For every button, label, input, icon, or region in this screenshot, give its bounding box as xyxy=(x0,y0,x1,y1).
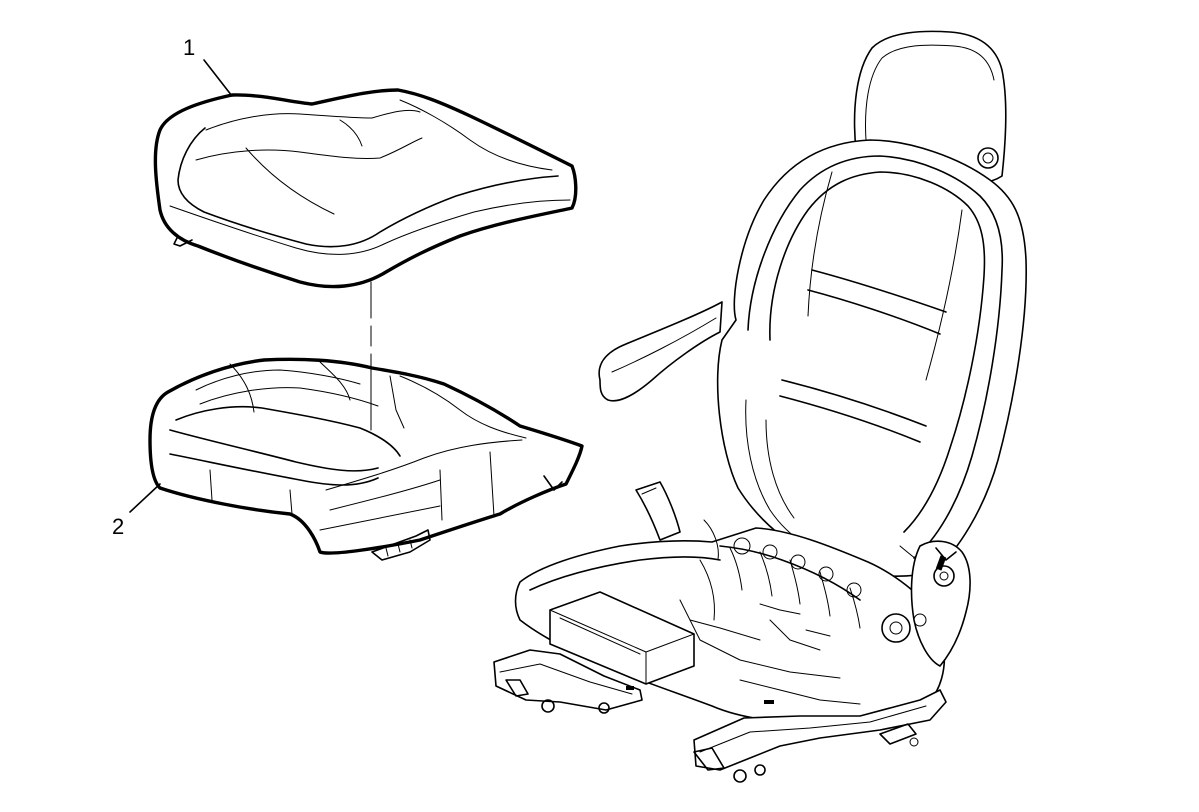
seat-cushion-cover xyxy=(153,88,578,289)
seat-assembly xyxy=(493,30,1027,783)
callout-2-leader xyxy=(129,483,161,513)
seat-back xyxy=(716,139,1027,577)
belt-buckle xyxy=(635,481,681,541)
callout-2-label: 2 xyxy=(112,514,125,539)
armrest xyxy=(598,301,723,402)
seat-cushion-pad xyxy=(148,357,584,561)
callout-1-leader xyxy=(203,59,233,97)
seat-track-right xyxy=(693,689,947,771)
callout-1-label: 1 xyxy=(183,35,196,60)
front-pad xyxy=(549,591,695,685)
